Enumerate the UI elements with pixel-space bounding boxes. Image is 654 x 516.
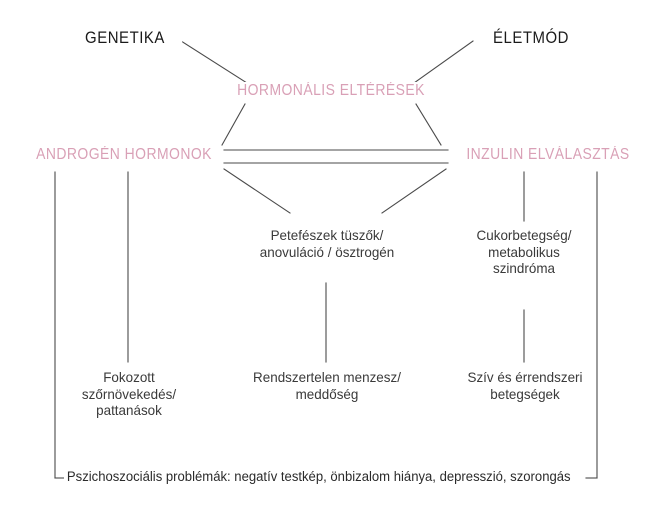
node-sziv-errendszeri: Szív és érrendszeri betegségek xyxy=(463,369,587,403)
node-inzulin-elvalasztas: INZULIN ELVÁLASZTÁS xyxy=(459,146,637,165)
node-rendszertelen-menzesz: Rendszertelen menzesz/ meddőség xyxy=(243,369,411,403)
node-hormonalis-elteresek: HORMONÁLIS ELTÉRÉSEK xyxy=(232,82,430,101)
line-hormonal-androgen xyxy=(221,103,246,146)
node-eletmod: ÉLETMÓD xyxy=(473,28,589,49)
node-fokozott-szornovekedes: Fokozott szőrnövekedés/ pattanások xyxy=(68,369,190,419)
node-cukorbetegseg: Cukorbetegség/ metabolikus szindróma xyxy=(461,227,587,277)
line-inzulin-petefeszek xyxy=(381,168,447,214)
caption-pszichoszocialis: Pszichoszociális problémák: negatív test… xyxy=(64,469,574,484)
line-androgen-petefeszek xyxy=(223,168,291,214)
line-hormonal-inzulin xyxy=(415,103,442,146)
node-petefeszek-tuszok: Petefészek tüszők/ anovuláció / ösztrogé… xyxy=(245,227,409,261)
node-androgen-hormonok: ANDROGÉN HORMONOK xyxy=(35,146,213,165)
node-genetika: GENETIKA xyxy=(67,28,183,49)
line-eletmod-hormonal xyxy=(413,40,474,84)
line-genetika-hormonal xyxy=(180,40,248,84)
